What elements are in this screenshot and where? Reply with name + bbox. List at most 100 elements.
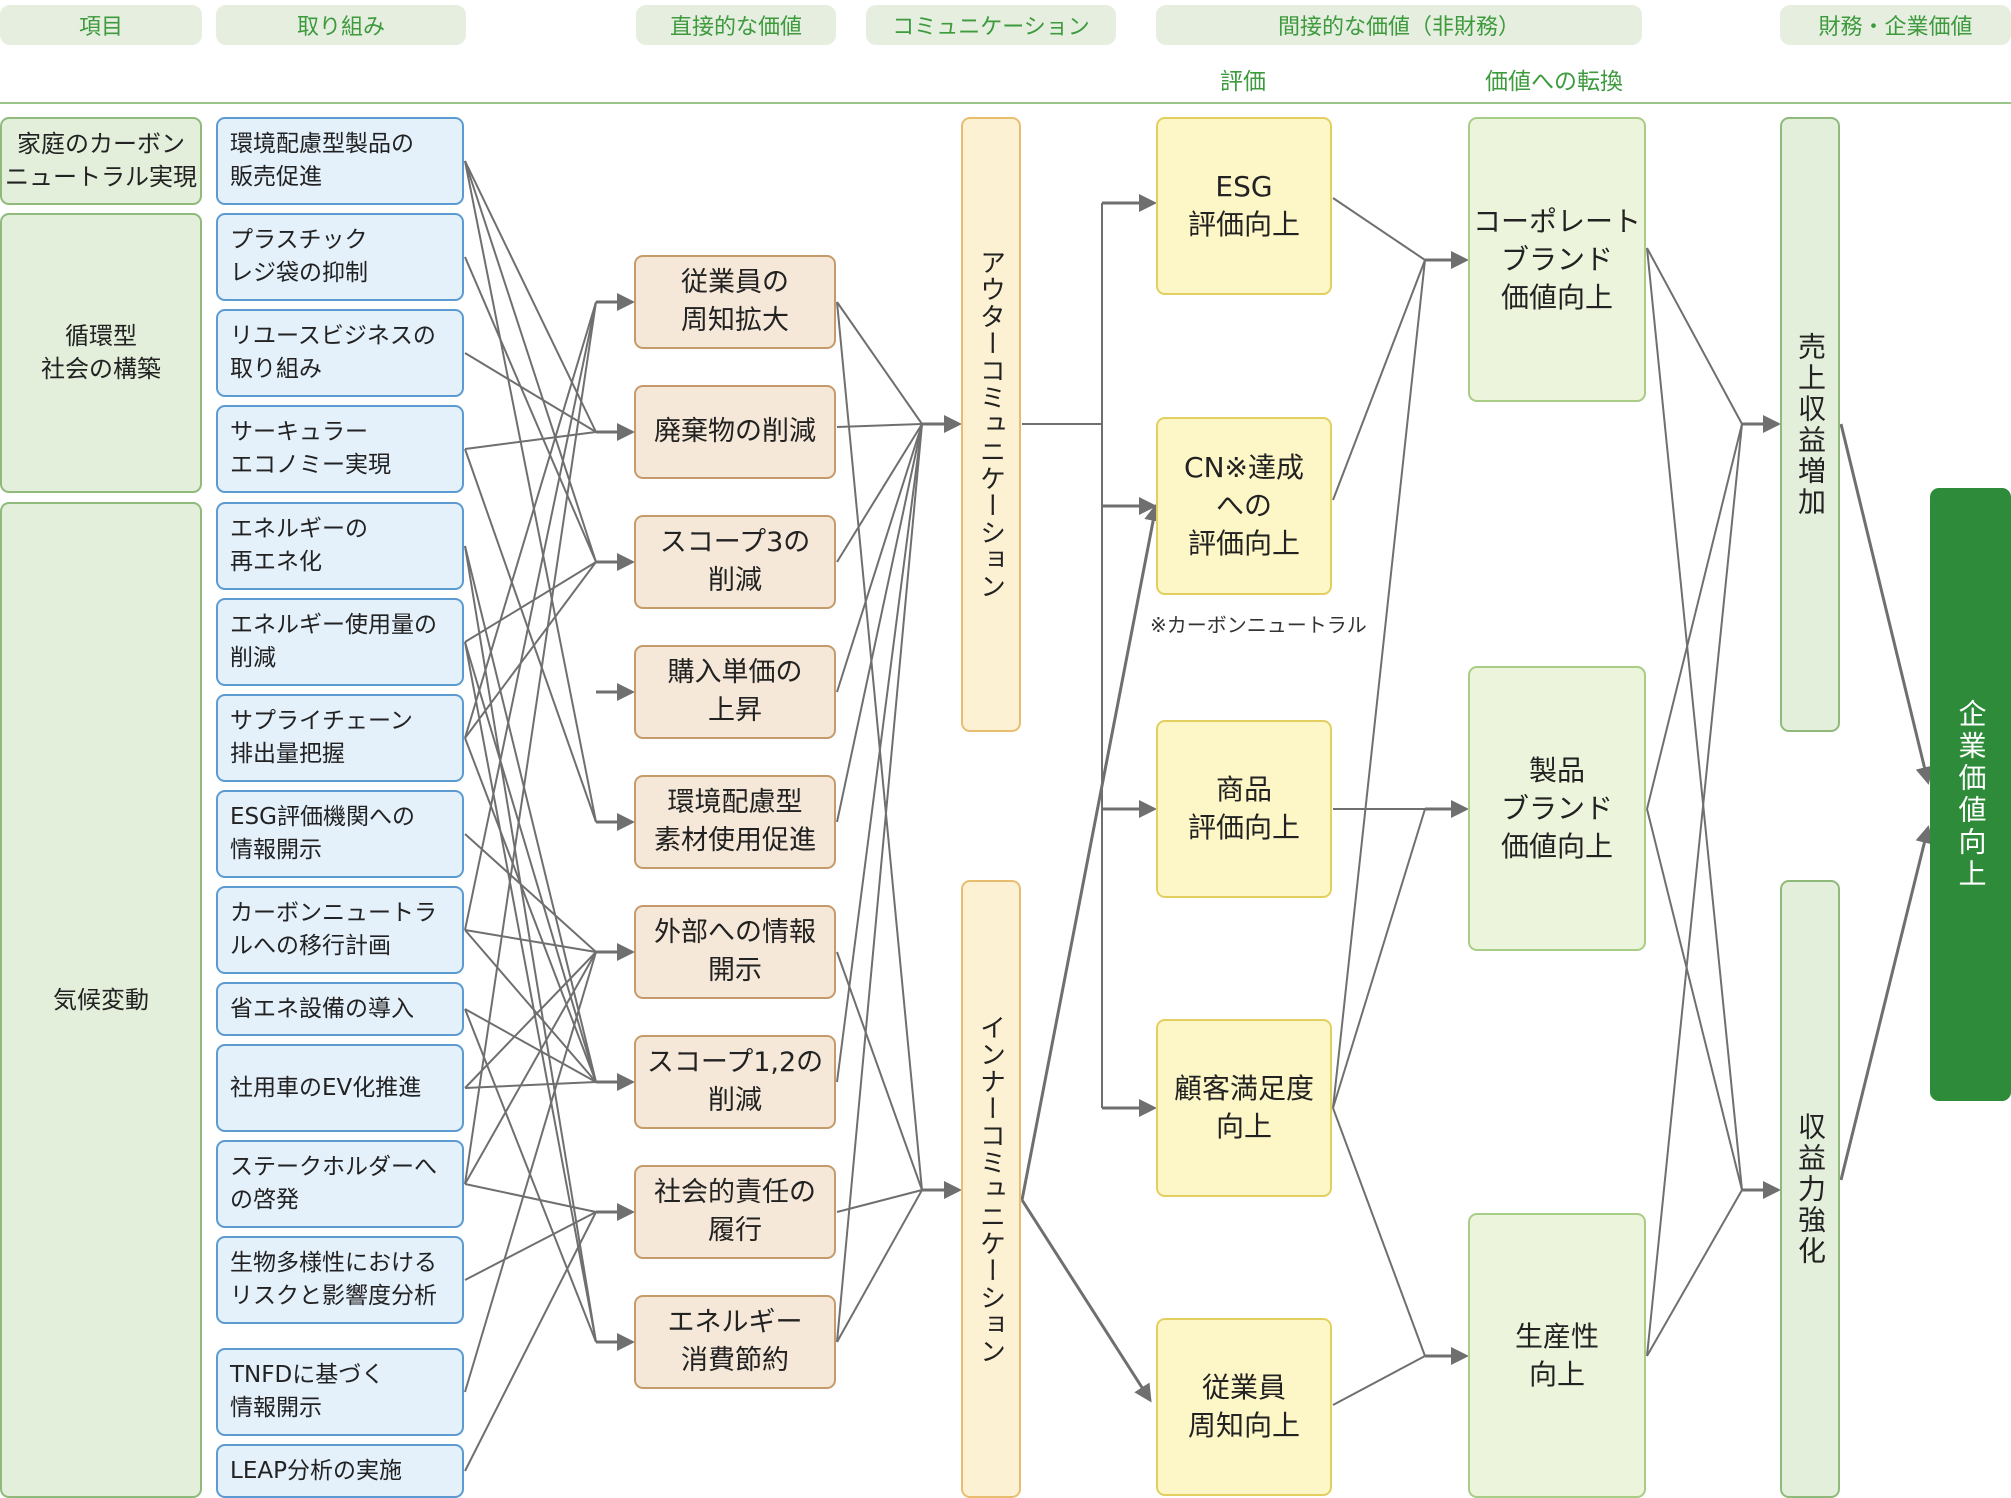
- initiative-plastic-bag-reduction: プラスチック レジ袋の抑制: [216, 213, 464, 301]
- link-initiative-to-direct: [464, 1211, 597, 1472]
- header-initiative: 取り組み: [216, 5, 466, 45]
- direct-eco-material-use: 環境配慮型 素材使用促進: [634, 775, 836, 869]
- link-initiative-to-direct: [464, 431, 597, 450]
- evaluation-carbon-neutral: CN※達成 への 評価向上: [1156, 417, 1332, 595]
- initiative-carbon-neutral-transition-plan: カーボンニュートラ ルへの移行計画: [216, 886, 464, 974]
- initiative-energy-saving-equipment: 省エネ設備の導入: [216, 982, 464, 1036]
- link-initiative-to-direct: [464, 301, 597, 931]
- conversion-productivity: 生産性 向上: [1468, 1213, 1646, 1498]
- header-financial: 財務・企業価値: [1780, 5, 2011, 45]
- direct-external-disclosure: 外部への情報 開示: [634, 905, 836, 999]
- link-initiative-to-direct: [464, 1211, 597, 1281]
- link-direct-to-inner: [836, 1189, 923, 1213]
- initiative-ev-company-cars: 社用車のEV化推進: [216, 1044, 464, 1132]
- header-divider: [0, 102, 2011, 104]
- link-initiative-to-direct: [464, 951, 597, 1393]
- link-initiative-to-direct: [464, 1008, 597, 1083]
- header-item: 項目: [0, 5, 202, 45]
- direct-energy-saving: エネルギー 消費節約: [634, 1295, 836, 1389]
- direct-scope3-reduction: スコープ3の 削減: [634, 515, 836, 609]
- link-initiative-to-direct: [464, 833, 597, 953]
- header-communication: コミュニケーション: [866, 5, 1116, 45]
- link-direct-to-inner: [836, 951, 923, 1191]
- evaluation-employee-awareness: 従業員 周知向上: [1156, 1318, 1332, 1496]
- link-initiative-to-direct: [464, 1081, 597, 1089]
- link-initiative-to-direct: [464, 641, 597, 1343]
- direct-employee-awareness: 従業員の 周知拡大: [634, 255, 836, 349]
- link-initiative-to-direct: [464, 352, 597, 433]
- initiative-circular-economy: サーキュラー エコノミー実現: [216, 405, 464, 493]
- initiative-eco-product-sales: 環境配慮型製品の 販売促進: [216, 117, 464, 205]
- link-conversion-to-profitability: [1646, 247, 1743, 1191]
- link-eval-to-corporate: [1332, 197, 1426, 261]
- category-circular-society: 循環型 社会の構築: [0, 213, 202, 493]
- initiative-tnfd-disclosure: TNFDに基づく 情報開示: [216, 1348, 464, 1436]
- link-initiative-to-direct: [464, 160, 597, 823]
- link-conversion-to-revenue: [1646, 423, 1743, 1357]
- financial-profitability: 収益力強化: [1780, 880, 1840, 1498]
- link-eval-to-productivity: [1332, 1107, 1426, 1357]
- link-initiative-to-direct: [464, 160, 597, 433]
- link-initiative-to-direct: [464, 561, 597, 643]
- direct-unit-price-increase: 購入単価の 上昇: [634, 645, 836, 739]
- initiative-leap-analysis: LEAP分析の実施: [216, 1444, 464, 1498]
- link-initiative-to-direct: [464, 561, 597, 739]
- link-initiative-to-direct: [464, 545, 597, 1083]
- header-direct-value: 直接的な価値: [636, 5, 836, 45]
- initiative-renewable-energy: エネルギーの 再エネ化: [216, 502, 464, 590]
- link-direct-to-outer: [836, 423, 923, 1343]
- header-indirect-value: 間接的な価値（非財務）: [1156, 5, 1642, 45]
- arrow-inner-to-employee: [1020, 1199, 1152, 1403]
- corporate-value-increase: 企業価値向上: [1930, 488, 2011, 1101]
- link-initiative-to-direct: [464, 929, 597, 1083]
- initiative-esg-disclosure: ESG評価機関への 情報開示: [216, 790, 464, 878]
- link-conversion-to-profitability: [1646, 808, 1743, 1191]
- initiative-reuse-business: リユースビジネスの 取り組み: [216, 309, 464, 397]
- initiative-energy-use-reduction: エネルギー使用量の 削減: [216, 598, 464, 686]
- link-conversion-to-revenue: [1646, 423, 1743, 810]
- link-conversion-to-revenue: [1646, 247, 1743, 425]
- initiative-biodiversity-risk-analysis: 生物多様性における リスクと影響度分析: [216, 1236, 464, 1324]
- link-initiative-to-direct: [464, 301, 597, 1185]
- link-initiative-to-direct: [464, 301, 597, 739]
- arrow-profit-to-corporate: [1839, 825, 1934, 1181]
- link-eval-to-product: [1332, 808, 1426, 1109]
- link-initiative-to-direct: [464, 256, 597, 563]
- conversion-product-brand: 製品 ブランド 価値向上: [1468, 666, 1646, 951]
- link-initiative-to-direct: [464, 1183, 597, 1213]
- evaluation-esg: ESG 評価向上: [1156, 117, 1332, 295]
- arrow-inner-to-cn: [1020, 503, 1162, 1201]
- link-direct-to-outer: [836, 301, 923, 425]
- link-direct-to-outer: [836, 423, 923, 563]
- link-eval-to-productivity: [1332, 1355, 1426, 1406]
- initiative-supply-chain-emissions: サプライチェーン 排出量把握: [216, 694, 464, 782]
- link-initiative-to-direct: [464, 545, 597, 1343]
- arrow-revenue-to-corporate: [1839, 423, 1934, 785]
- communication-outer: アウターコミュニケーション: [961, 117, 1021, 732]
- category-climate-change: 気候変動: [0, 502, 202, 1498]
- direct-social-responsibility: 社会的責任の 履行: [634, 1165, 836, 1259]
- link-eval-to-corporate: [1332, 259, 1426, 501]
- subheader-conversion: 価値への転換: [1485, 69, 1623, 95]
- link-initiative-to-direct: [464, 737, 597, 1083]
- communication-inner: インナーコミュニケーション: [961, 880, 1021, 1498]
- link-initiative-to-direct: [464, 448, 597, 823]
- link-direct-to-inner: [836, 301, 923, 1191]
- link-direct-to-outer: [836, 423, 923, 823]
- link-initiative-to-direct: [464, 951, 597, 1185]
- evaluation-product: 商品 評価向上: [1156, 720, 1332, 898]
- link-direct-to-outer: [836, 423, 923, 693]
- direct-scope12-reduction: スコープ1,2の 削減: [634, 1035, 836, 1129]
- category-home-carbon-neutral: 家庭のカーボン ニュートラル実現: [0, 117, 202, 205]
- link-initiative-to-direct: [464, 160, 597, 563]
- footnote-carbon-neutral: ※カーボンニュートラル: [1150, 613, 1367, 637]
- link-initiative-to-direct: [464, 951, 597, 1089]
- link-direct-to-inner: [836, 1189, 923, 1343]
- financial-revenue-increase: 売上収益増加: [1780, 117, 1840, 732]
- link-initiative-to-direct: [464, 929, 597, 953]
- evaluation-customer-satisfaction: 顧客満足度 向上: [1156, 1019, 1332, 1197]
- conversion-corporate-brand: コーポレート ブランド 価値向上: [1468, 117, 1646, 402]
- direct-waste-reduction: 廃棄物の削減: [634, 385, 836, 479]
- link-initiative-to-direct: [464, 641, 597, 1083]
